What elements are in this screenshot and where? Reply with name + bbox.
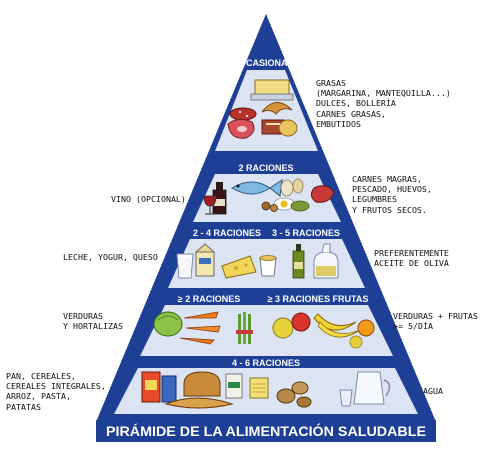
band-label-2-raciones: 2 RACIONES (238, 163, 293, 173)
level4-icons (153, 311, 375, 349)
note-cereales: PAN, CEREALES, CEREALES INTEGRALES, ARRO… (6, 371, 106, 412)
pasta-icon (249, 377, 269, 399)
pyramid-title: PIRÁMIDE DE LA ALIMENTACIÓN SALUDABLE (106, 424, 426, 439)
meat-icon (310, 185, 335, 203)
eggs-icon (273, 178, 304, 211)
ham-icon (227, 118, 255, 139)
potatoes-icon (276, 381, 312, 408)
croissant-icon (261, 102, 293, 115)
level2-icons (203, 178, 335, 215)
oranges-icon (349, 319, 375, 349)
note-verduras-frutas: VERDURAS + FRUTAS >= 5/DÍA (393, 311, 478, 332)
carrots-icon (179, 311, 221, 345)
asparagus-icon (236, 312, 253, 344)
milk-glass-icon (176, 253, 194, 279)
band-label-4-6-raciones: 4 - 6 RACIONES (232, 358, 300, 368)
band-label-ocasional: OCASIONAL (239, 58, 294, 68)
note-aceite: PREFERENTEMENTE ACEITE DE OLIVA (374, 248, 449, 269)
band-label-2-raciones-verduras: ≥ 2 RACIONES (178, 294, 240, 304)
milk-carton-icon (194, 243, 216, 277)
level5-icons (141, 371, 391, 409)
note-grasas: GRASAS (MARGARINA, MANTEQUILLA...) DULCE… (316, 78, 451, 129)
lettuce-icon (153, 311, 183, 337)
band-label-3-5-raciones: 3 - 5 RACIONES (272, 228, 340, 238)
fish-icon (231, 178, 283, 197)
olive-oil-jug-icon (313, 243, 339, 279)
cereal-box-icon (141, 371, 177, 403)
cheese-icon (221, 255, 257, 279)
cake-icon (261, 119, 298, 137)
apples-icon (272, 312, 311, 339)
note-vino: VINO (OPCIONAL) (111, 194, 186, 204)
note-verduras: VERDURAS Y HORTALIZAS (63, 311, 123, 332)
band-label-2-4-raciones: 2 - 4 RACIONES (193, 228, 261, 238)
note-carnes: CARNES MAGRAS, PESCADO, HUEVOS, LEGUMBRE… (352, 174, 432, 215)
band-label-3-raciones-frutas: ≥ 3 RACIONES FRUTAS (268, 294, 369, 304)
level3-icons (176, 243, 339, 279)
nuts-icon (261, 200, 310, 212)
title-bar (96, 420, 436, 442)
bread-loaf-icon (164, 371, 234, 409)
note-leche: LECHE, YOGUR, QUESO (63, 252, 158, 262)
sausage-icon (229, 107, 257, 121)
wine-glass-icon (203, 195, 217, 215)
note-agua: AGUA (423, 386, 443, 396)
oil-bottle-icon (292, 244, 305, 279)
yogurt-icon (259, 255, 277, 277)
butter-icon (250, 79, 294, 101)
rice-bag-icon (225, 373, 243, 399)
water-jug-icon (339, 371, 391, 407)
level1-icons (227, 79, 298, 139)
